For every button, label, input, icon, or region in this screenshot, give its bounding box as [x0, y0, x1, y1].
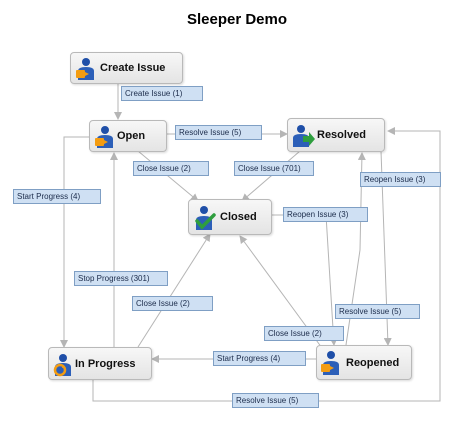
transition-label[interactable]: Close Issue (2): [264, 326, 344, 341]
edge-inprogress-to-resolved: [92, 127, 441, 402]
node-create-issue-label: Create Issue: [100, 62, 166, 74]
transition-label[interactable]: Create Issue (1): [121, 86, 203, 101]
person-create-icon: [76, 58, 94, 80]
person-reopened-icon: [321, 351, 339, 375]
transition-label[interactable]: Close Issue (701): [234, 161, 314, 176]
node-resolved-label: Resolved: [317, 129, 366, 141]
person-open-icon: [95, 126, 113, 148]
transition-label[interactable]: Reopen Issue (3): [360, 172, 441, 187]
node-in-progress-label: In Progress: [75, 358, 136, 370]
node-open-label: Open: [117, 130, 146, 142]
diagram-title: Sleeper Demo: [186, 11, 288, 28]
node-closed-label: Closed: [220, 211, 257, 223]
node-closed[interactable]: Closed: [188, 199, 272, 235]
node-reopened-label: Reopened: [346, 357, 400, 369]
transition-label[interactable]: Close Issue (2): [133, 161, 209, 176]
edge-inprogress-to-closed: [137, 233, 211, 348]
node-create-issue[interactable]: Create Issue: [70, 52, 183, 84]
edge-open-to-closed: [137, 150, 199, 202]
node-reopened[interactable]: Reopened: [316, 345, 412, 380]
transition-label[interactable]: Reopen Issue (3): [283, 207, 368, 222]
person-in-progress-icon: [53, 354, 71, 377]
transition-label[interactable]: Resolve Issue (5): [335, 304, 420, 319]
transition-label[interactable]: Resolve Issue (5): [232, 393, 319, 408]
person-closed-icon: [195, 206, 216, 230]
edge-open-to-inprogress: [60, 136, 91, 348]
transition-label[interactable]: Start Progress (4): [213, 351, 306, 366]
node-open[interactable]: Open: [89, 120, 167, 152]
edge-resolved-to-closed: [241, 150, 301, 202]
transition-label[interactable]: Resolve Issue (5): [175, 125, 262, 140]
transition-label[interactable]: Stop Progress (301): [74, 271, 168, 286]
node-in-progress[interactable]: In Progress: [48, 347, 152, 380]
node-resolved[interactable]: Resolved: [287, 118, 385, 152]
transition-label[interactable]: Close Issue (2): [132, 296, 213, 311]
transition-label[interactable]: Start Progress (4): [13, 189, 101, 204]
person-resolved-icon: [293, 125, 315, 147]
